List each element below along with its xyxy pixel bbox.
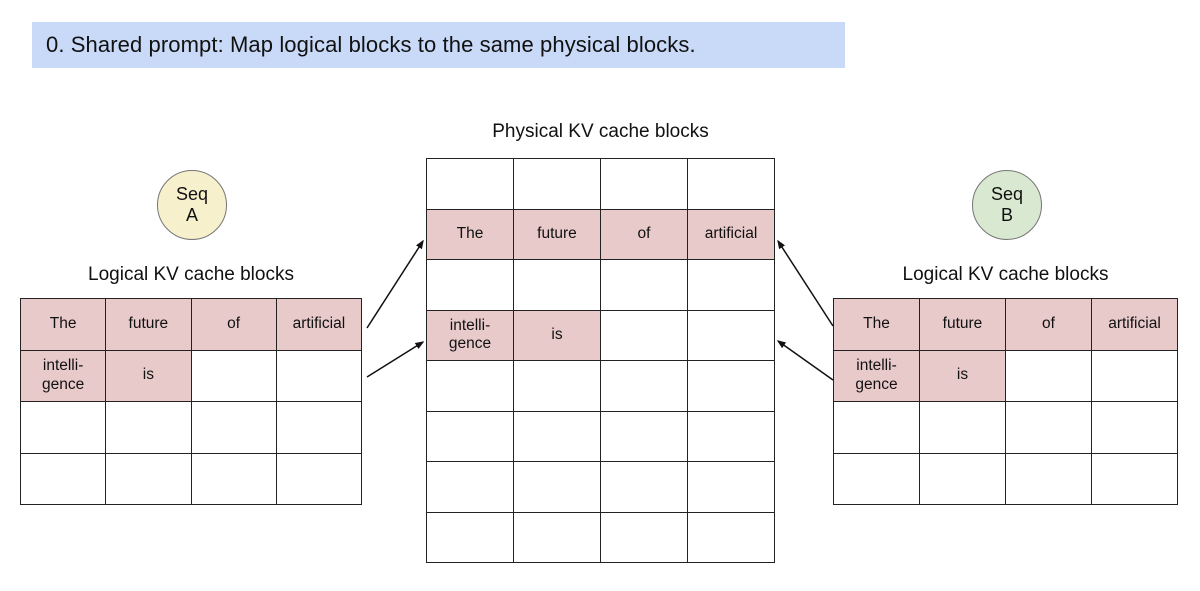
token-cell: intelli- gence: [426, 309, 514, 361]
table-row: [19, 401, 363, 454]
empty-cell: [600, 410, 688, 462]
token-cell: The: [19, 298, 107, 351]
token-cell: artificial: [275, 298, 363, 351]
empty-cell: [426, 461, 514, 513]
empty-cell: [687, 461, 775, 513]
empty-cell: [275, 401, 363, 454]
table-row: [833, 452, 1178, 505]
empty-cell: [919, 401, 1006, 454]
seq-b-badge-label: Seq B: [990, 184, 1024, 225]
token-cell: is: [513, 309, 601, 361]
empty-cell: [275, 452, 363, 505]
table-row: [426, 158, 775, 210]
token-cell: artificial: [1091, 298, 1178, 351]
arrow-seq-b-block2-to-physical-row4: [776, 340, 834, 381]
empty-cell: [513, 410, 601, 462]
empty-cell: [687, 511, 775, 563]
empty-cell: [190, 452, 277, 505]
empty-cell: [1091, 401, 1178, 454]
empty-cell: [833, 452, 920, 505]
token-cell: of: [190, 298, 277, 351]
empty-cell: [600, 259, 688, 311]
empty-cell: [687, 410, 775, 462]
physical-blocks-title: Physical KV cache blocks: [492, 121, 709, 142]
token-cell: The: [426, 208, 514, 260]
empty-cell: [600, 461, 688, 513]
token-cell: intelli- gence: [19, 349, 107, 402]
empty-cell: [600, 309, 688, 361]
empty-cell: [1091, 452, 1178, 505]
empty-cell: [19, 401, 107, 454]
token-cell: future: [105, 298, 192, 351]
empty-cell: [600, 158, 688, 210]
empty-cell: [426, 410, 514, 462]
empty-cell: [426, 360, 514, 412]
arrow-seq-a-block1-to-physical-row2: [366, 239, 424, 329]
token-cell: The: [833, 298, 920, 351]
token-cell: future: [513, 208, 601, 260]
empty-cell: [1005, 349, 1092, 402]
empty-cell: [105, 452, 192, 505]
empty-cell: [19, 452, 107, 505]
token-cell: future: [919, 298, 1006, 351]
empty-cell: [275, 349, 363, 402]
empty-cell: [190, 349, 277, 402]
token-cell: of: [1005, 298, 1092, 351]
table-row: [833, 401, 1178, 454]
empty-cell: [513, 511, 601, 563]
title-banner-text: 0. Shared prompt: Map logical blocks to …: [46, 32, 696, 57]
arrow-seq-a-block2-to-physical-row4: [366, 341, 425, 378]
token-cell: is: [105, 349, 192, 402]
empty-cell: [1005, 401, 1092, 454]
empty-cell: [513, 360, 601, 412]
empty-cell: [687, 259, 775, 311]
empty-cell: [600, 511, 688, 563]
empty-cell: [1005, 452, 1092, 505]
seq-a-badge-label: Seq A: [175, 184, 209, 225]
seq-a-logical-blocks-title: Logical KV cache blocks: [88, 264, 294, 285]
empty-cell: [1091, 349, 1178, 402]
table-row: [426, 259, 775, 311]
token-cell: of: [600, 208, 688, 260]
empty-cell: [513, 461, 601, 513]
arrow-seq-b-block1-to-physical-row2: [777, 239, 834, 327]
table-row: [426, 461, 775, 513]
empty-cell: [426, 511, 514, 563]
empty-cell: [919, 452, 1006, 505]
empty-cell: [105, 401, 192, 454]
seq-b-logical-blocks-title: Logical KV cache blocks: [902, 264, 1109, 285]
empty-cell: [687, 360, 775, 412]
token-cell: is: [919, 349, 1006, 402]
table-row: [426, 511, 775, 563]
token-cell: intelli- gence: [833, 349, 920, 402]
empty-cell: [426, 259, 514, 311]
empty-cell: [190, 401, 277, 454]
seq-b-badge: Seq B: [972, 170, 1042, 240]
table-row: [426, 360, 775, 412]
empty-cell: [513, 259, 601, 311]
empty-cell: [833, 401, 920, 454]
table-row: [426, 410, 775, 462]
table-row: [19, 452, 363, 505]
empty-cell: [600, 360, 688, 412]
empty-cell: [426, 158, 514, 210]
empty-cell: [687, 158, 775, 210]
empty-cell: [513, 158, 601, 210]
empty-cell: [687, 309, 775, 361]
token-cell: artificial: [687, 208, 775, 260]
seq-a-badge: Seq A: [157, 170, 227, 240]
title-banner: 0. Shared prompt: Map logical blocks to …: [32, 22, 845, 68]
